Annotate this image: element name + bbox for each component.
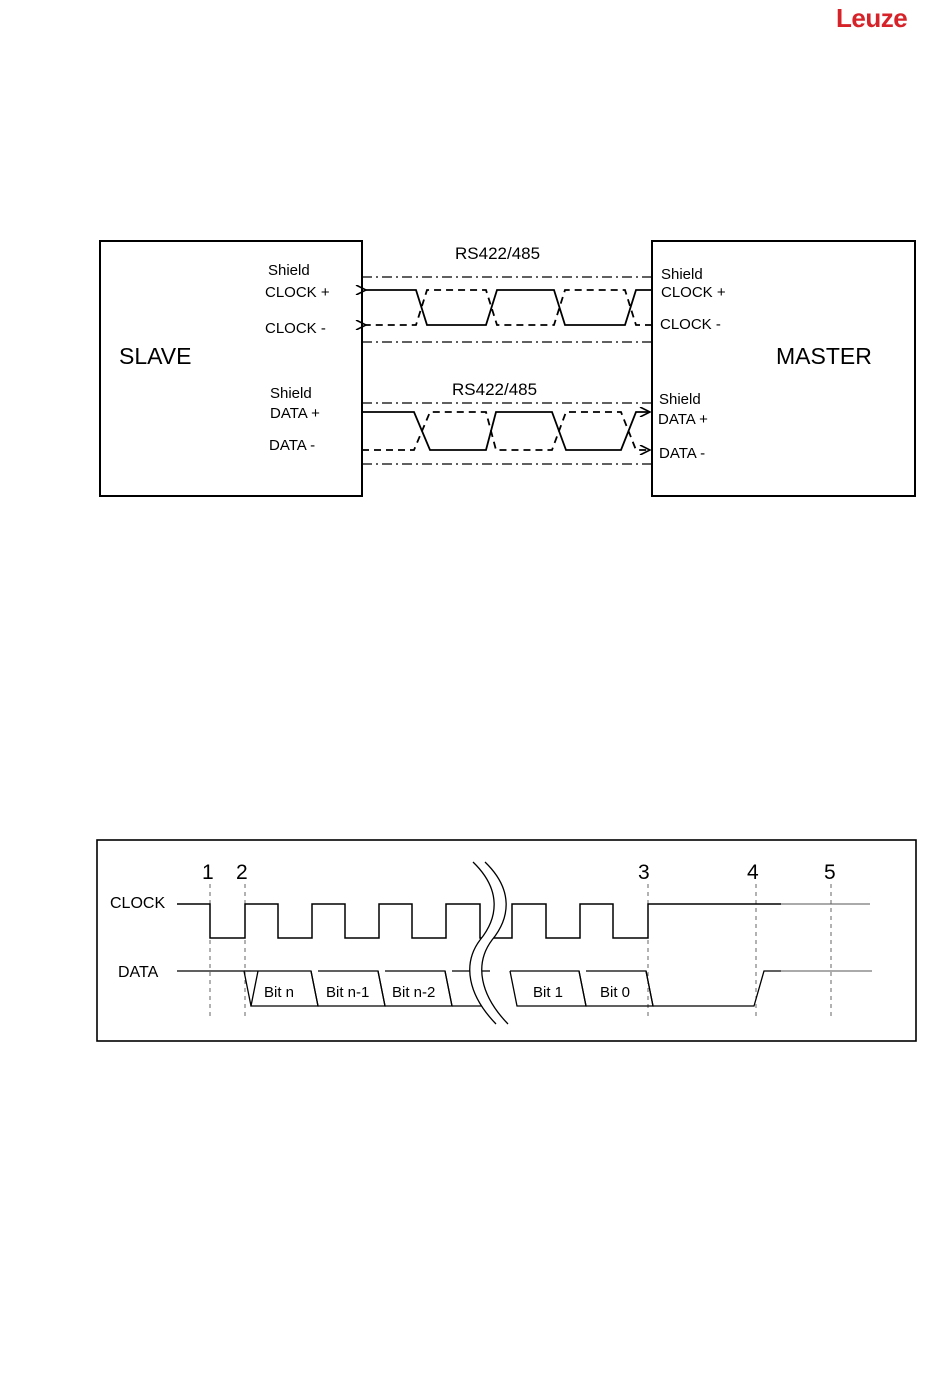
- master-data-minus: DATA -: [659, 445, 705, 462]
- bit-label-n-2: Bit n-2: [392, 984, 435, 1001]
- slave-shield-data: Shield: [270, 385, 312, 402]
- marker-4: 4: [747, 861, 759, 884]
- master-data-plus: DATA +: [658, 411, 708, 428]
- bit-label-0: Bit 0: [600, 984, 630, 1001]
- bit-label-n: Bit n: [264, 984, 294, 1001]
- marker-1: 1: [202, 861, 214, 884]
- master-clock-minus: CLOCK -: [660, 316, 721, 333]
- master-label: MASTER: [776, 343, 872, 369]
- data-signal-label: DATA: [118, 964, 159, 981]
- data-bus-label: RS422/485: [452, 380, 537, 399]
- clock-minus-wire: [366, 290, 652, 325]
- slave-clock-plus: CLOCK +: [265, 284, 330, 301]
- clock-bus-label: RS422/485: [455, 244, 540, 263]
- data-plus-wire: [362, 412, 650, 450]
- bit-label-1: Bit 1: [533, 984, 563, 1001]
- master-clock-plus: CLOCK +: [661, 284, 726, 301]
- slave-data-minus: DATA -: [269, 437, 315, 454]
- timing-diagram: 1 2 3 4 5 CLOCK DATA: [97, 840, 916, 1041]
- master-shield-clock: Shield: [661, 266, 703, 283]
- clock-plus-wire: [366, 290, 652, 325]
- slave-clock-minus: CLOCK -: [265, 320, 326, 337]
- slave-shield-clock: Shield: [268, 262, 310, 279]
- master-shield-data: Shield: [659, 391, 701, 408]
- clock-signal-label: CLOCK: [110, 895, 165, 912]
- slave-label: SLAVE: [119, 343, 191, 369]
- data-minus-wire: [362, 412, 650, 450]
- connection-diagram: SLAVE MASTER RS422/485 RS422/485 Shield …: [100, 241, 915, 496]
- timing-frame: [97, 840, 916, 1041]
- bit-label-n-1: Bit n-1: [326, 984, 369, 1001]
- clock-waveform: [177, 904, 781, 938]
- marker-2: 2: [236, 861, 248, 884]
- marker-3: 3: [638, 861, 650, 884]
- marker-5: 5: [824, 861, 836, 884]
- slave-data-plus: DATA +: [270, 405, 320, 422]
- time-break-symbol: [470, 862, 508, 1024]
